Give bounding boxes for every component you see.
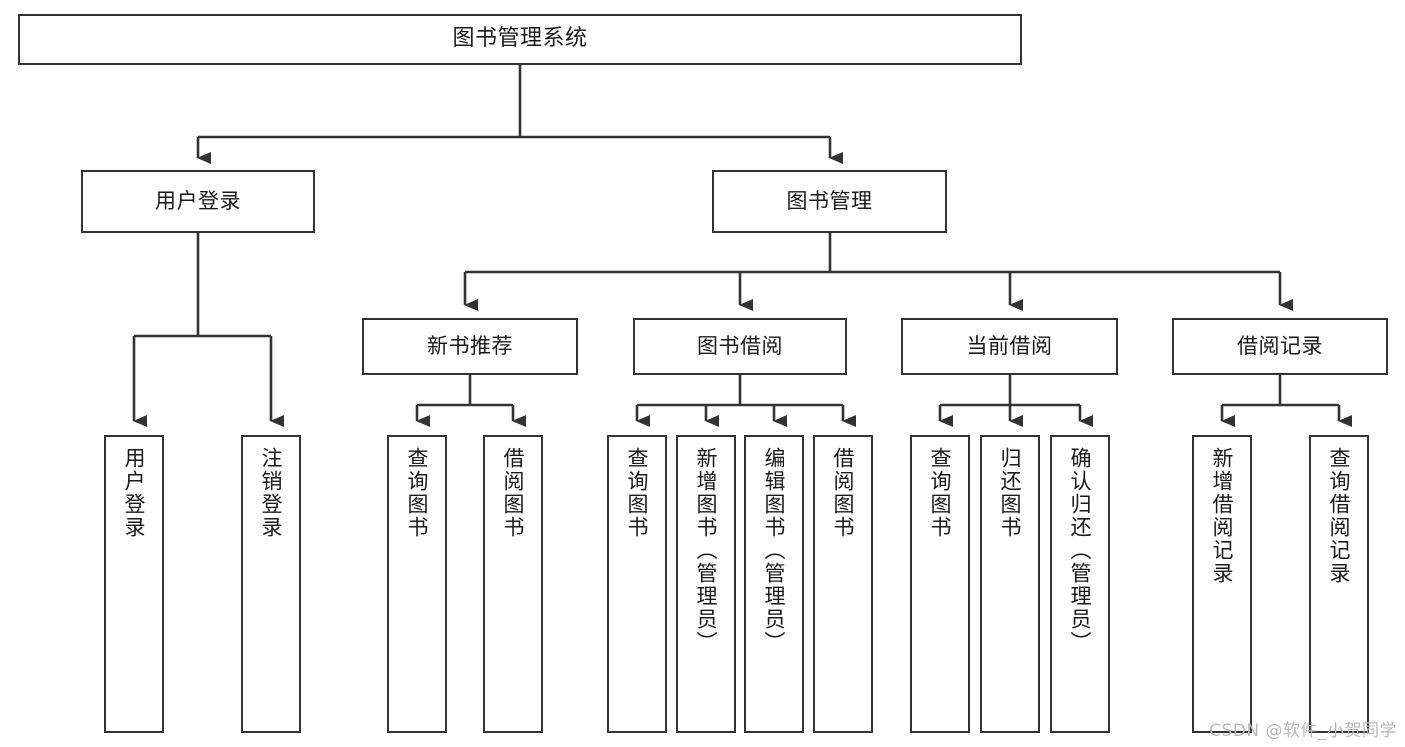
node-leaf-query-book-1[interactable]: 查询图书 <box>387 435 447 733</box>
node-label: 用户登录 <box>155 188 241 213</box>
node-leaf-add-record[interactable]: 新增借阅记录 <box>1192 435 1252 733</box>
node-label: 查询图书 <box>928 447 953 539</box>
node-label: 查询图书 <box>405 447 430 539</box>
node-book-borrow[interactable]: 图书借阅 <box>633 318 847 375</box>
node-label: 用户登录 <box>122 447 147 539</box>
node-leaf-return-book[interactable]: 归还图书 <box>980 435 1040 733</box>
node-label: 新增图书（管理员） <box>694 447 719 654</box>
node-label: 注销登录 <box>259 447 284 539</box>
node-leaf-confirm-return[interactable]: 确认归还（管理员） <box>1050 435 1110 733</box>
node-new-book-recommend[interactable]: 新书推荐 <box>362 318 578 375</box>
node-label: 图书借阅 <box>697 333 783 358</box>
node-root-system[interactable]: 图书管理系统 <box>18 14 1022 65</box>
node-leaf-query-book-2[interactable]: 查询图书 <box>607 435 667 733</box>
node-leaf-borrow-book-2[interactable]: 借阅图书 <box>813 435 873 733</box>
node-label: 确认归还（管理员） <box>1068 447 1093 654</box>
node-label: 归还图书 <box>998 447 1023 539</box>
node-label: 新书推荐 <box>427 333 513 358</box>
node-label: 借阅记录 <box>1237 333 1323 358</box>
node-user-login[interactable]: 用户登录 <box>81 170 315 233</box>
node-leaf-user-login[interactable]: 用户登录 <box>104 435 164 733</box>
watermark-text: CSDN @软件_小贺同学 <box>1209 721 1397 741</box>
node-label: 查询图书 <box>625 447 650 539</box>
node-leaf-add-book[interactable]: 新增图书（管理员） <box>676 435 736 733</box>
node-leaf-borrow-book-1[interactable]: 借阅图书 <box>483 435 543 733</box>
node-book-management[interactable]: 图书管理 <box>712 170 947 233</box>
node-label: 借阅图书 <box>831 447 856 539</box>
node-label: 图书管理 <box>786 188 873 213</box>
node-leaf-query-book-3[interactable]: 查询图书 <box>910 435 970 733</box>
node-leaf-user-logout[interactable]: 注销登录 <box>241 435 301 733</box>
node-label: 查询借阅记录 <box>1327 447 1352 585</box>
node-label: 借阅图书 <box>501 447 526 539</box>
node-leaf-query-record[interactable]: 查询借阅记录 <box>1309 435 1369 733</box>
node-label: 当前借阅 <box>966 333 1053 358</box>
node-borrow-record[interactable]: 借阅记录 <box>1172 318 1388 375</box>
node-label: 编辑图书（管理员） <box>762 447 787 654</box>
node-leaf-edit-book[interactable]: 编辑图书（管理员） <box>744 435 804 733</box>
node-label: 新增借阅记录 <box>1210 447 1235 585</box>
node-label: 图书管理系统 <box>452 26 588 52</box>
node-current-borrow[interactable]: 当前借阅 <box>901 318 1118 375</box>
